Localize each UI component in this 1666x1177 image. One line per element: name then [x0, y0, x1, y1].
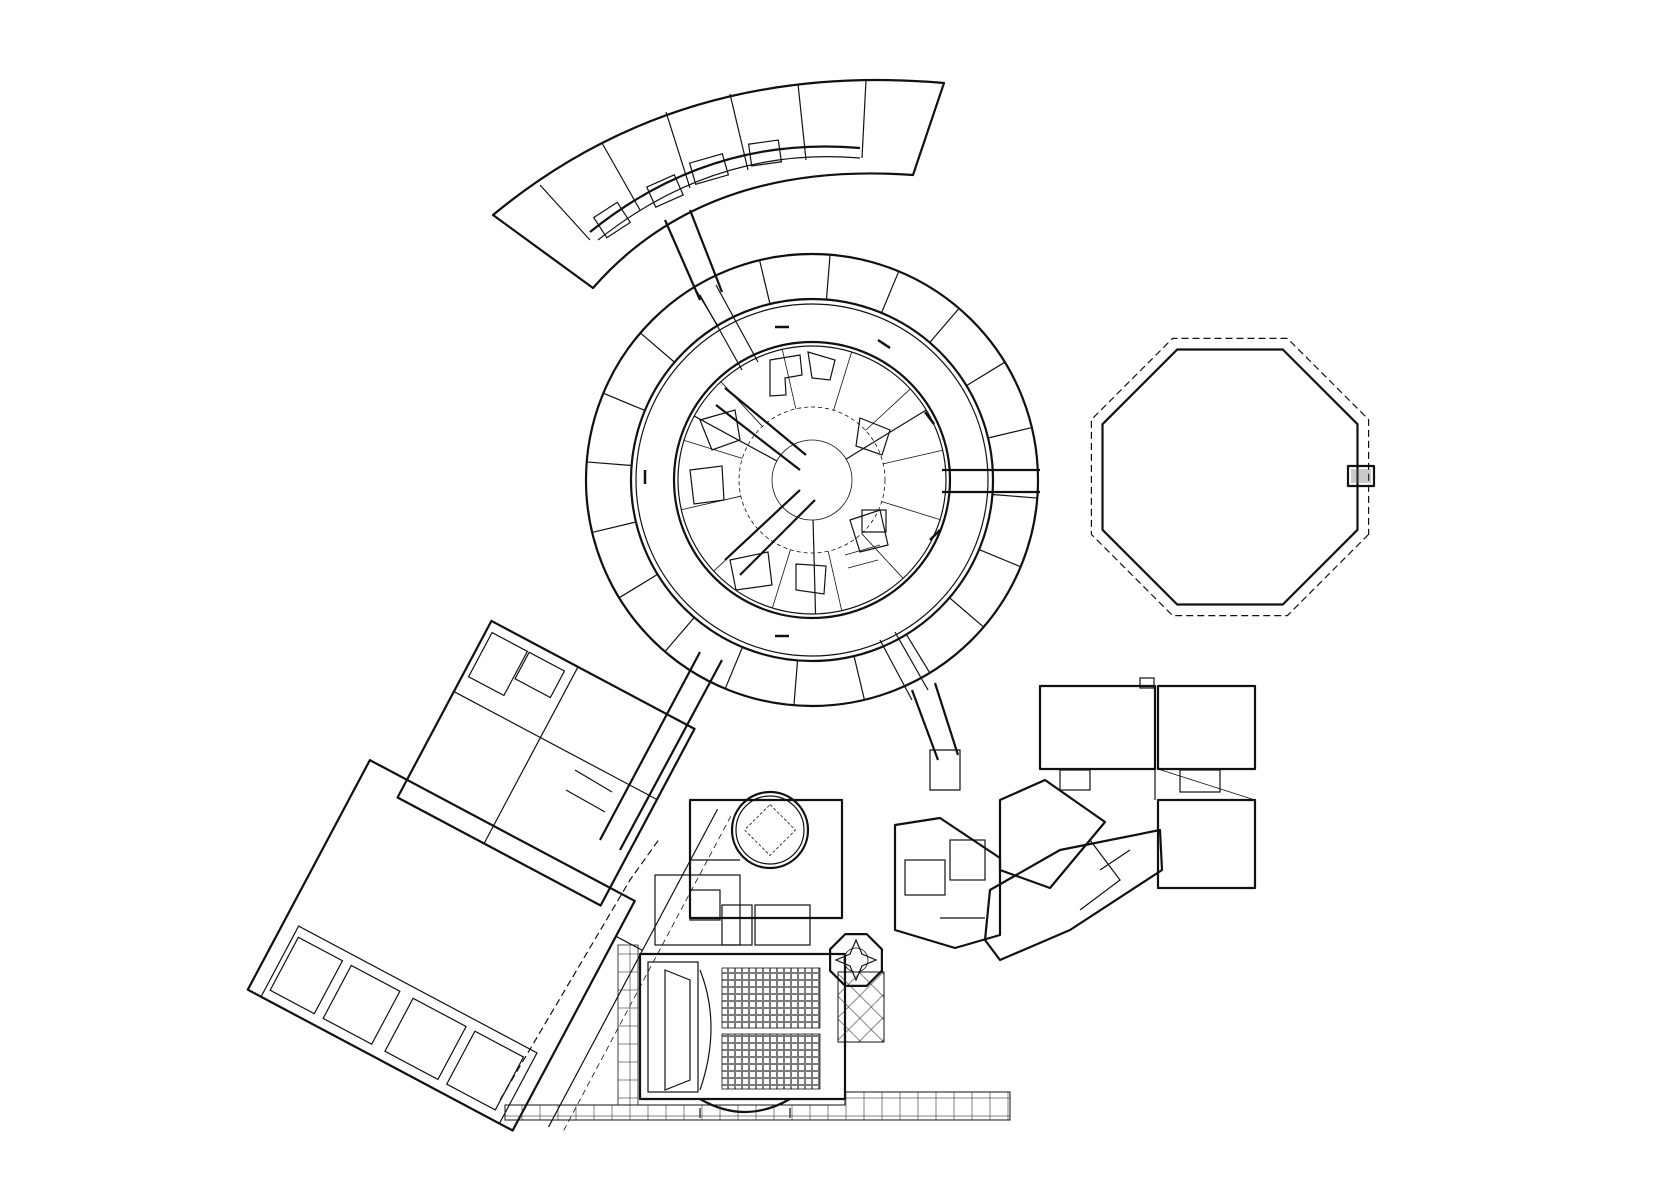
wall-line: [618, 573, 658, 599]
wall-line: [539, 184, 591, 241]
wall-line: [861, 533, 904, 579]
inner-ring-partitions: [681, 349, 943, 614]
west-block: [246, 619, 732, 1135]
wall-line: [827, 551, 843, 611]
inner-core-rooms: [689, 351, 891, 595]
wall-line: [793, 660, 799, 706]
wall-line: [603, 392, 646, 412]
wall-line: [825, 254, 831, 300]
wall-line: [586, 461, 632, 467]
wing-small-rooms: [592, 139, 783, 239]
wall-line: [772, 549, 791, 609]
wall-line: [812, 519, 817, 614]
wall-line: [601, 142, 641, 211]
wall-line: [729, 93, 749, 171]
wall-line: [929, 307, 960, 343]
center-south-block: [638, 790, 847, 1118]
wall-line: [781, 349, 797, 409]
wall-line: [681, 495, 741, 511]
wall-line: [883, 449, 943, 465]
paving-areas: [499, 837, 1011, 1121]
outer-ring-partitions: [586, 254, 1038, 706]
wall-line: [724, 646, 744, 689]
wall-line: [861, 79, 867, 159]
wall-line: [639, 332, 675, 363]
wall-line: [693, 415, 778, 462]
compass-rose-feature: [828, 932, 885, 1043]
wing-partitions: [539, 79, 867, 241]
wall-line: [592, 521, 637, 534]
wall-line: [797, 83, 807, 161]
wall-line: [880, 271, 900, 314]
door-ticks: [643, 325, 941, 638]
curved-classroom-wing: [491, 78, 946, 301]
wall-line: [853, 655, 866, 700]
wall-line: [905, 634, 931, 674]
wall-line: [758, 260, 771, 305]
wall-line: [966, 361, 1006, 387]
wall-line: [978, 548, 1021, 568]
octagon-pavilion: [1090, 337, 1376, 617]
wall-line: [881, 501, 941, 520]
wall-line: [833, 351, 852, 411]
wall-line: [664, 617, 695, 653]
wall-line: [992, 493, 1038, 499]
east-block: [893, 677, 1257, 962]
wall-line: [665, 111, 691, 189]
wall-line: [949, 597, 985, 628]
wall-line: [987, 426, 1032, 439]
wall-line: [845, 409, 927, 460]
circular-building: [584, 252, 1040, 708]
